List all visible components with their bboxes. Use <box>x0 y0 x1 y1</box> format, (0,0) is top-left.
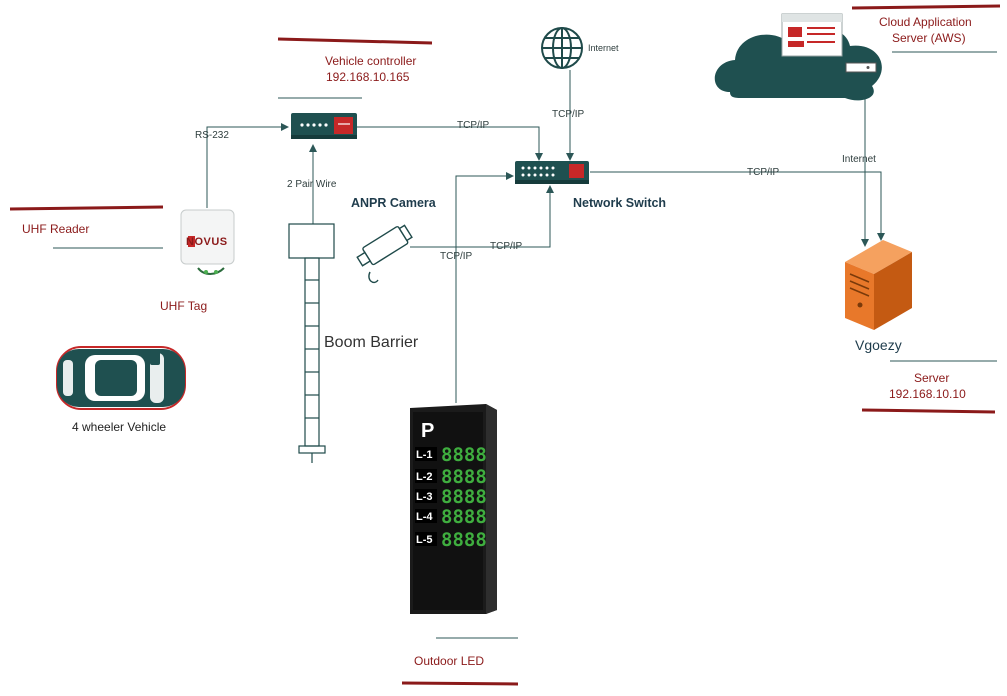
cloud-server-label-line2: Server (AWS) <box>892 31 966 45</box>
rs232-label: RS-232 <box>195 130 229 141</box>
network-switch-label: Network Switch <box>573 196 667 210</box>
tcpip-globe-switch-label: TCP/IP <box>552 109 585 120</box>
vehicle-controller-device <box>291 113 357 139</box>
server-device <box>845 240 912 330</box>
anpr-camera-label: ANPR Camera <box>351 196 436 210</box>
tcpip-led-label: TCP/IP <box>440 251 473 262</box>
tcpip-controller-switch-label: TCP/IP <box>457 120 490 131</box>
connections <box>206 70 885 403</box>
led-digits-1: 8888 <box>441 444 487 466</box>
internet-cloud-link-label: Internet <box>842 154 876 165</box>
led-level-4: L-4 <box>416 511 433 523</box>
led-level-5: L-5 <box>416 534 433 546</box>
decor-bars <box>9 4 1001 686</box>
vehicle-controller-label: Vehicle controller <box>325 54 417 68</box>
led-digits-5: 8888 <box>441 529 487 551</box>
led-digits-4: 8888 <box>441 506 487 528</box>
uhf-tag-label: UHF Tag <box>160 299 208 313</box>
boom-barrier-device <box>288 223 335 463</box>
decor-thin-lines <box>53 51 997 639</box>
cloud-server-label: Cloud Application <box>879 15 972 29</box>
led-level-1: L-1 <box>416 449 433 461</box>
rs232-link <box>206 123 289 208</box>
internet-globe-label: Internet <box>588 43 619 53</box>
camera-switch-link <box>410 185 554 248</box>
novus-logo: NOVUS <box>186 236 228 248</box>
led-parking-symbol: P <box>421 420 434 442</box>
led-digits-3: 8888 <box>441 486 487 508</box>
server-label: Server <box>914 371 950 385</box>
vehicle-controller-ip: 192.168.10.165 <box>326 70 410 84</box>
outdoor-led-device: P L-1 L-2 L-3 L-4 L-5 8888 8888 8888 888… <box>410 404 497 614</box>
led-switch-link <box>455 172 514 403</box>
uhf-reader-device <box>180 209 235 275</box>
anpr-camera-device <box>356 224 413 284</box>
tcpip-camera-label: TCP/IP <box>490 241 523 252</box>
network-switch-device <box>515 161 589 184</box>
vehicle-icon <box>56 346 186 410</box>
server-ip: 192.168.10.10 <box>889 387 966 401</box>
cloud-icon <box>714 13 882 101</box>
led-digits-2: 8888 <box>441 466 487 488</box>
controller-switch-link <box>357 126 543 161</box>
led-level-3: L-3 <box>416 491 433 503</box>
switch-server-link <box>590 171 885 241</box>
tcpip-switch-server-label: TCP/IP <box>747 167 780 178</box>
server-name-label: Vgoezy <box>855 337 902 353</box>
outdoor-led-label: Outdoor LED <box>414 654 485 668</box>
uhf-reader-label: UHF Reader <box>22 222 90 236</box>
led-level-2: L-2 <box>416 471 433 483</box>
globe-icon <box>541 27 583 69</box>
boom-barrier-label: Boom Barrier <box>324 334 419 351</box>
vehicle-label: 4 wheeler Vehicle <box>72 420 167 434</box>
two-pair-wire-label: 2 Pair Wire <box>287 179 337 190</box>
